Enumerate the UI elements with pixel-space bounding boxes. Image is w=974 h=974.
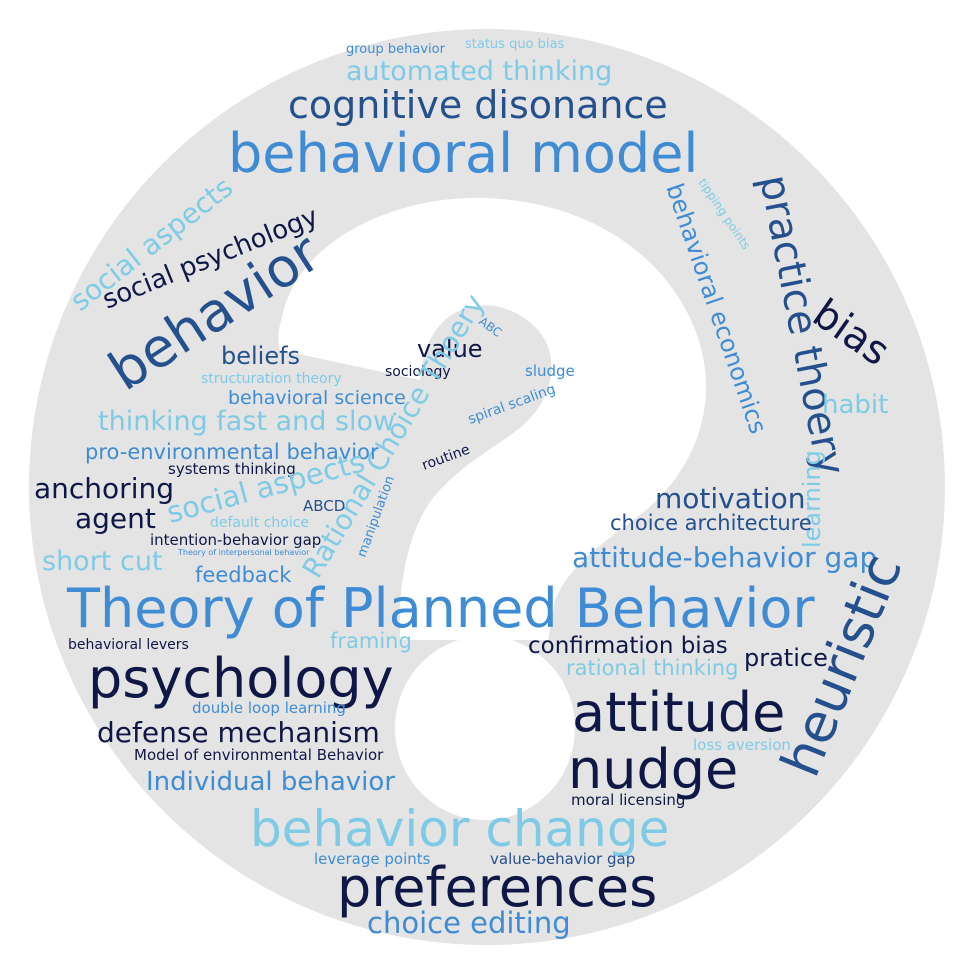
word-learning: learning — [798, 450, 826, 548]
word-preferences: preferences — [337, 856, 657, 919]
question-mark-hook — [278, 197, 706, 640]
word-psychology: psychology — [88, 647, 394, 710]
word-behavioral-levers: behavioral levers — [68, 637, 189, 653]
word-anchoring: anchoring — [34, 472, 174, 505]
word-habit: habit — [822, 390, 888, 420]
word-theory-of-interpersonal-behavior: Theory of interpersonal behavior — [177, 548, 310, 557]
word-short-cut: short cut — [42, 546, 163, 577]
word-framing: framing — [330, 629, 412, 653]
word-pratice: pratice — [744, 644, 828, 672]
word-behavioral-model: behavioral model — [228, 122, 698, 185]
word-confirmation-bias: confirmation bias — [528, 633, 728, 659]
word-value-behavior-gap: value-behavior gap — [490, 850, 635, 868]
word-rational-thinking: rational thinking — [566, 656, 738, 680]
word-choice-architecture: choice architecture — [610, 511, 812, 535]
word-defense-mechanism: defense mechanism — [97, 716, 380, 749]
word-systems-thinking: systems thinking — [168, 460, 296, 478]
word-automated-thinking: automated thinking — [346, 56, 612, 87]
word-default-choice: default choice — [210, 515, 309, 531]
word-value: value — [417, 335, 483, 363]
word-thinking-fast-and-slow: thinking fast and slow — [98, 406, 395, 437]
word-status-quo-bias: status quo bias — [465, 37, 564, 52]
question-mark-shape — [278, 197, 706, 820]
word-abcd: ABCD — [303, 497, 345, 515]
word-double-loop-learning: double loop learning — [192, 699, 346, 717]
word-attitude-behavior-gap: attitude-behavior gap — [572, 541, 877, 574]
word-group-behavior: group behavior — [346, 42, 446, 57]
word-moral-licensing: moral licensing — [571, 791, 685, 809]
word-structuration-theory: structuration theory — [201, 371, 342, 387]
word-individual-behavior: Individual behavior — [146, 767, 395, 797]
word-pro-environmental-behavior: pro-environmental behavior — [85, 440, 379, 464]
word-agent: agent — [75, 502, 156, 535]
word-attitude: attitude — [572, 681, 785, 744]
word-nudge: nudge — [568, 738, 738, 801]
word-sludge: sludge — [525, 362, 575, 380]
word-behavioral-science: behavioral science — [228, 387, 406, 409]
question-mark-dot — [395, 636, 575, 820]
word-sociology: sociology — [385, 364, 451, 380]
word-feedback: feedback — [195, 563, 292, 587]
word-behavior-change: behavior change — [250, 800, 669, 858]
word-leverage-points: leverage points — [314, 850, 431, 868]
word-theory-of-planned-behavior: Theory of Planned Behavior — [66, 577, 815, 640]
word-beliefs: beliefs — [221, 342, 300, 370]
word-intention-behavior-gap: intention-behavior gap — [150, 531, 321, 549]
word-motivation: motivation — [655, 482, 806, 515]
word-choice-editing: choice editing — [367, 906, 571, 940]
words-layer: group behavior status quo bias automated t… — [34, 37, 914, 940]
word-cognitive-disonance: cognitive disonance — [288, 83, 668, 127]
word-model-of-environmental-behavior: Model of environmental Behavior — [134, 746, 384, 764]
word-loss-aversion: loss aversion — [693, 736, 791, 754]
